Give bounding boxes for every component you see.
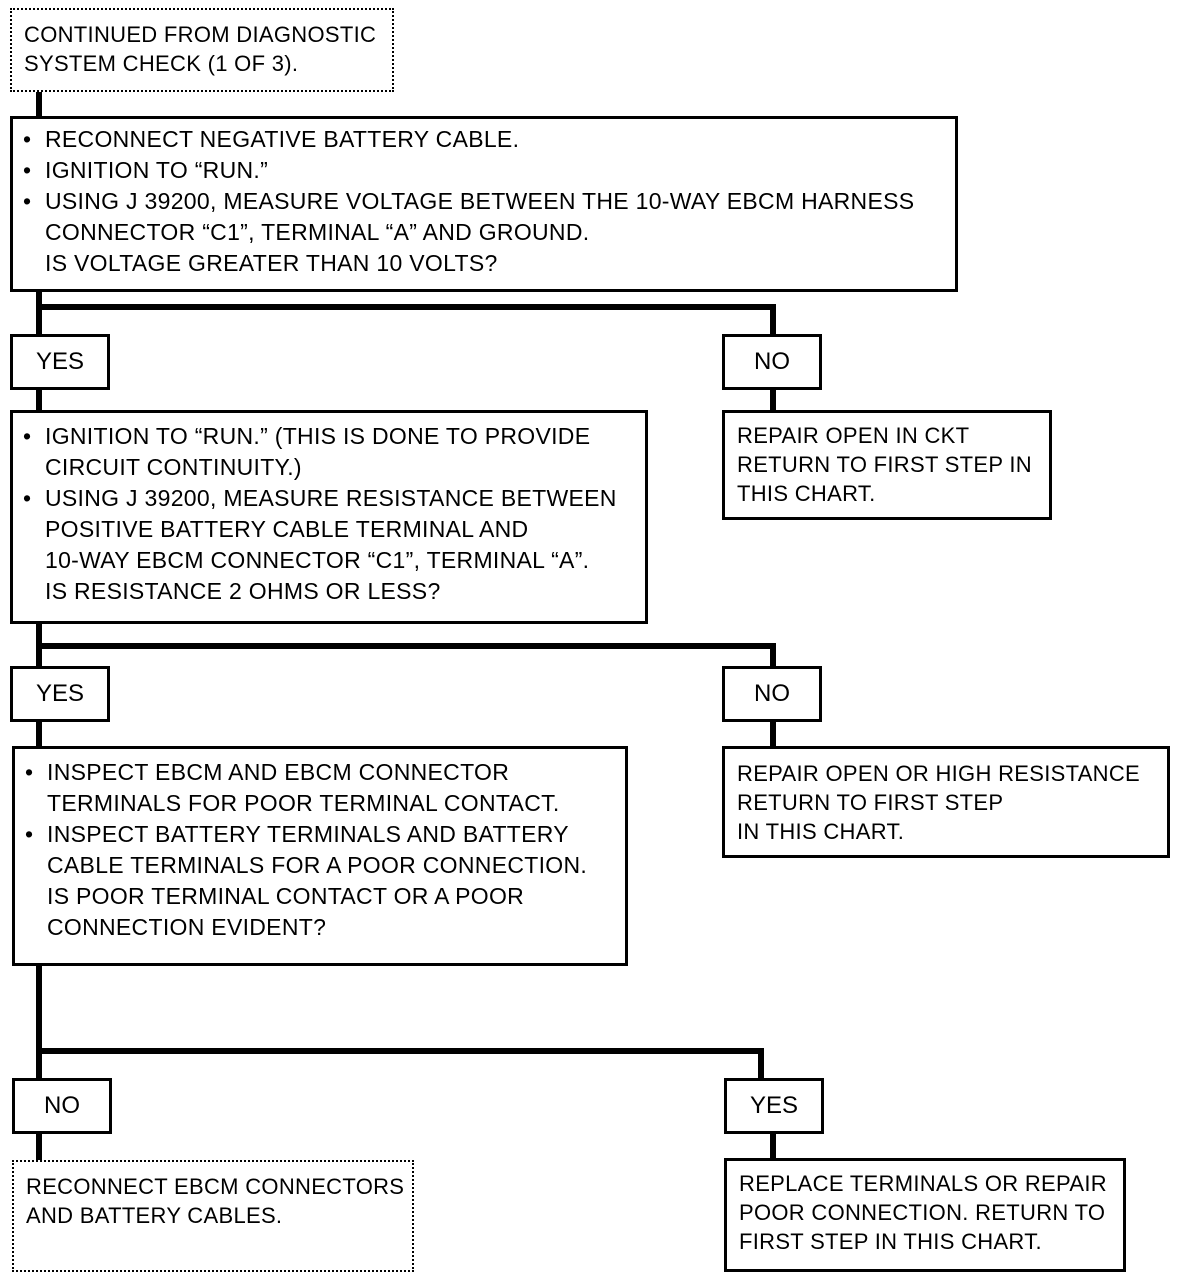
flow-line: [770, 304, 776, 336]
flow-line: [770, 718, 776, 750]
step2-bullet: IGNITION TO “RUN.” (THIS IS DONE TO PROV…: [13, 421, 645, 483]
step1-box: RECONNECT NEGATIVE BATTERY CABLE. IGNITI…: [10, 116, 958, 292]
step3-bullet: INSPECT EBCM AND EBCM CONNECTOR TERMINAL…: [15, 757, 625, 819]
flow-line: [770, 386, 776, 412]
replace-terminals-box: REPLACE TERMINALS OR REPAIR POOR CONNECT…: [724, 1158, 1126, 1272]
no-label: NO: [722, 666, 822, 722]
step2-question: IS RESISTANCE 2 OHMS OR LESS?: [45, 578, 441, 604]
flow-line: [36, 962, 42, 1082]
step1-bullet: USING J 39200, MEASURE VOLTAGE BETWEEN T…: [13, 186, 955, 248]
flow-line: [770, 1130, 776, 1160]
flow-line: [36, 718, 42, 750]
start-box: CONTINUED FROM DIAGNOSTIC SYSTEM CHECK (…: [10, 8, 394, 92]
repair-high-resistance-box: REPAIR OPEN OR HIGH RESISTANCE RETURN TO…: [722, 746, 1170, 858]
flow-line: [770, 643, 776, 668]
flow-line: [36, 288, 42, 336]
step3-question: IS POOR TERMINAL CONTACT OR A POOR CONNE…: [47, 883, 525, 940]
flow-line: [36, 386, 42, 412]
yes-label: YES: [10, 334, 110, 390]
step1-bullet: IGNITION TO “RUN.”: [13, 155, 955, 186]
step1-question: IS VOLTAGE GREATER THAN 10 VOLTS?: [45, 250, 498, 276]
yes-label: YES: [10, 666, 110, 722]
flow-line: [36, 304, 776, 310]
step2-bullet: USING J 39200, MEASURE RESISTANCE BETWEE…: [13, 483, 645, 576]
flow-line: [36, 1048, 764, 1054]
flow-line: [758, 1048, 764, 1082]
step2-box: IGNITION TO “RUN.” (THIS IS DONE TO PROV…: [10, 410, 648, 624]
start-line: CONTINUED FROM DIAGNOSTIC: [24, 22, 377, 47]
flow-line: [36, 90, 42, 118]
yes-label: YES: [724, 1078, 824, 1134]
flow-line: [36, 1130, 42, 1162]
step3-bullet: INSPECT BATTERY TERMINALS AND BATTERY CA…: [15, 819, 625, 881]
no-label: NO: [722, 334, 822, 390]
step3-box: INSPECT EBCM AND EBCM CONNECTOR TERMINAL…: [12, 746, 628, 966]
start-line: SYSTEM CHECK (1 OF 3).: [24, 51, 299, 76]
reconnect-box: RECONNECT EBCM CONNECTORS AND BATTERY CA…: [12, 1160, 414, 1272]
flow-line: [36, 643, 776, 649]
step1-bullet: RECONNECT NEGATIVE BATTERY CABLE.: [13, 124, 955, 155]
no-label: NO: [12, 1078, 112, 1134]
repair-open-box: REPAIR OPEN IN CKT RETURN TO FIRST STEP …: [722, 410, 1052, 520]
